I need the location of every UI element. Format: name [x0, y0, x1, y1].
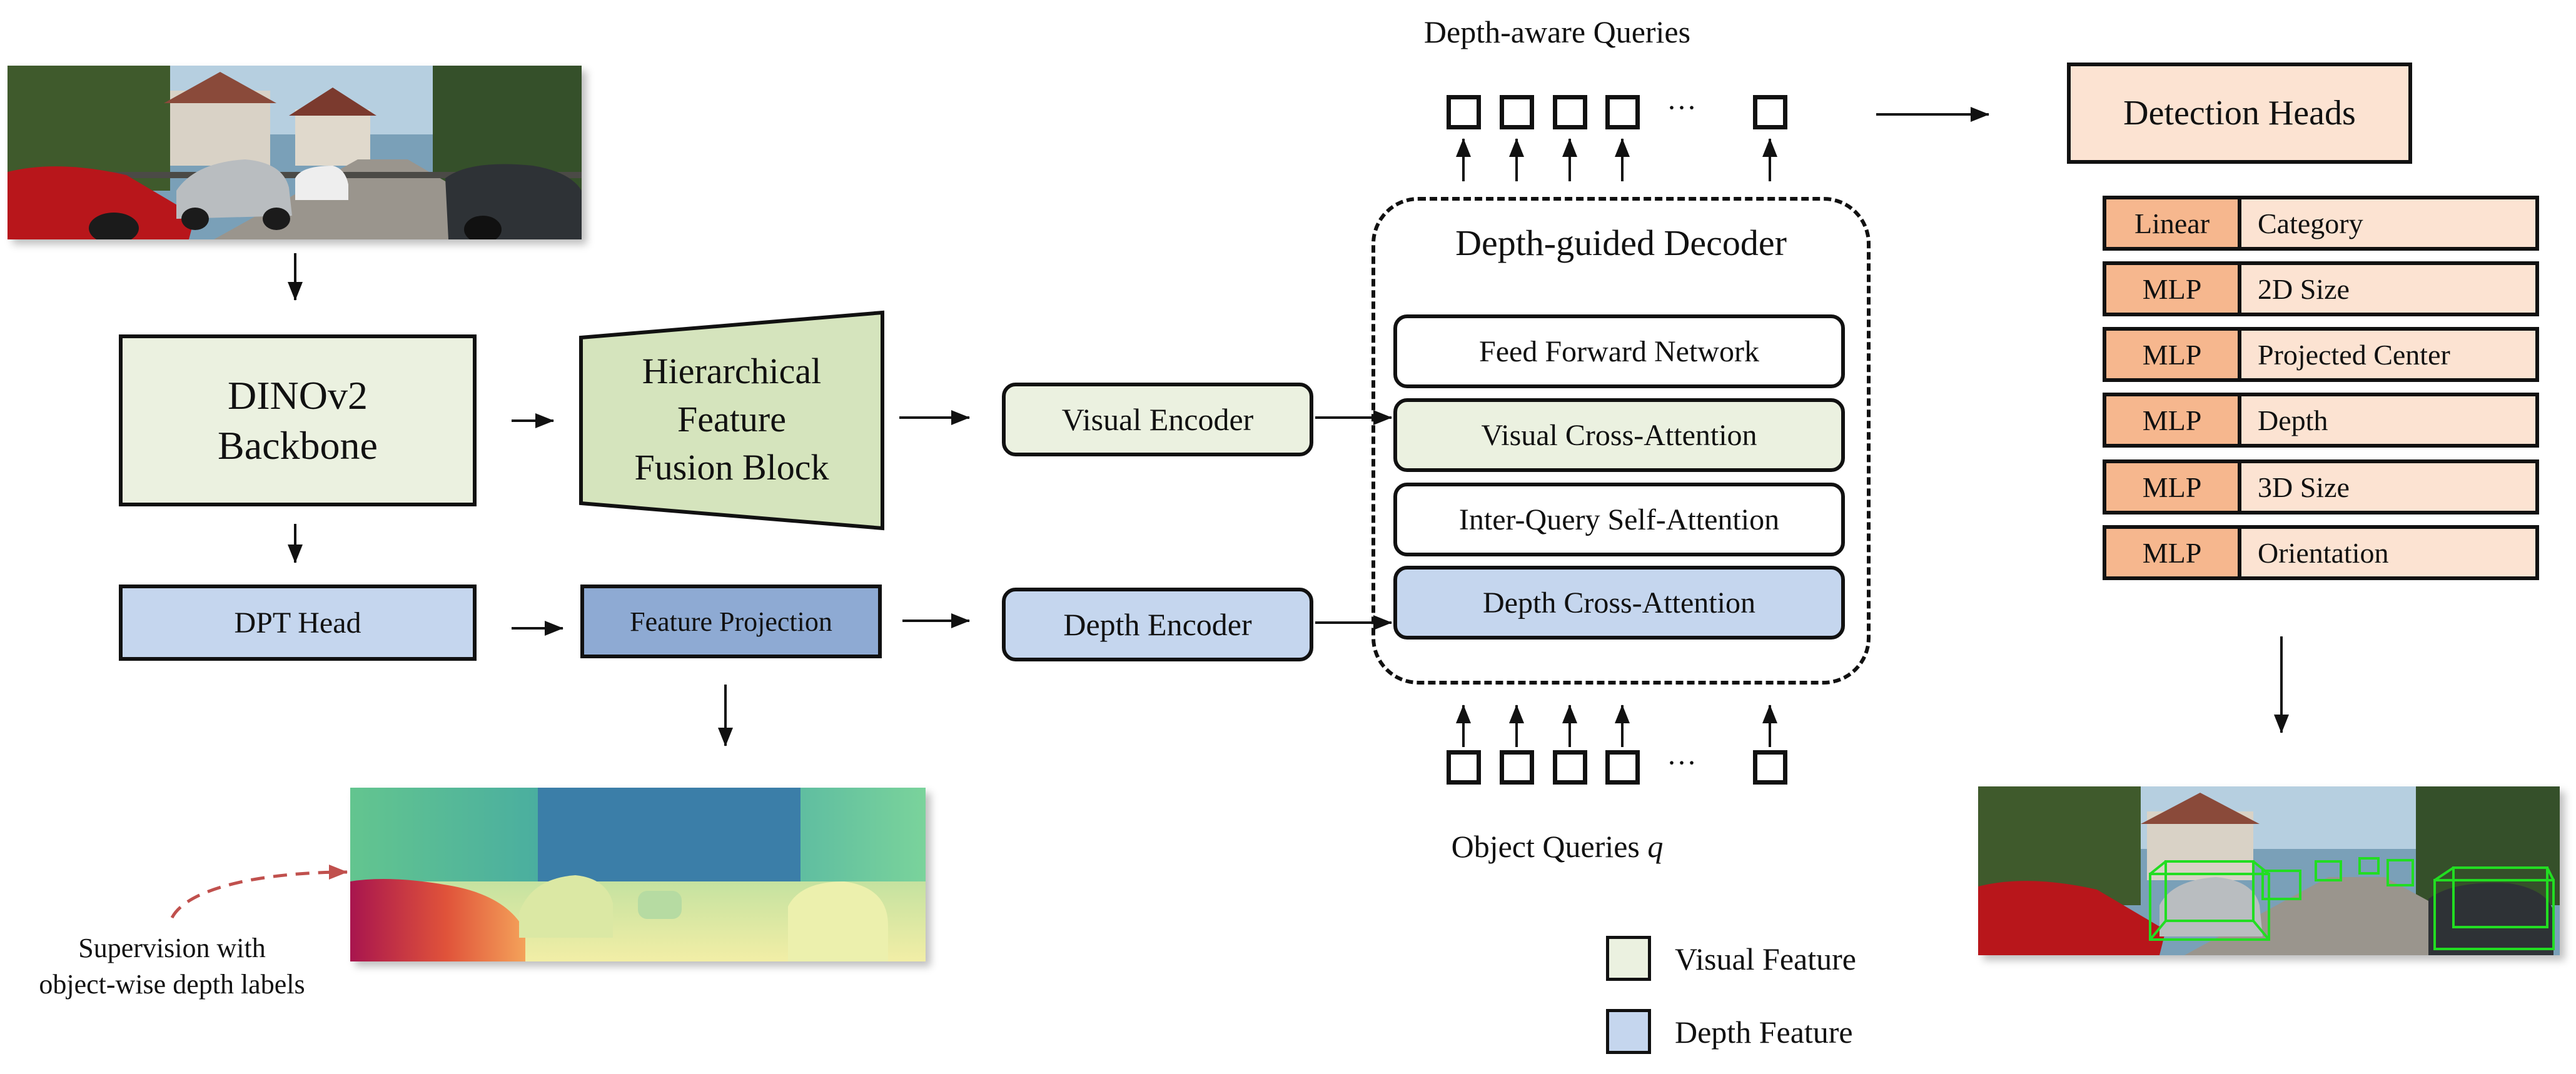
fusion-line3: Fusion Block	[634, 446, 829, 488]
object-queries-symbol: q	[1647, 829, 1664, 864]
object-query-box	[1553, 750, 1587, 785]
fusion-line1: Hierarchical	[642, 350, 822, 391]
input-street-image-drawing	[8, 66, 582, 239]
depth-aware-queries-ellipsis: ···	[1667, 91, 1697, 124]
depth-encoder-label: Depth Encoder	[1063, 607, 1252, 642]
supervision-line1: Supervision with	[78, 933, 266, 963]
depth-map-image	[350, 788, 926, 961]
head-type-cell: Linear	[2106, 199, 2241, 247]
legend-depth-label: Depth Feature	[1675, 1015, 1853, 1050]
object-query-box	[1605, 750, 1640, 785]
supervision-dashed-arrow	[170, 865, 348, 919]
legend-visual-swatch	[1606, 936, 1651, 981]
dpt-head-box: DPT Head	[119, 585, 477, 661]
decoder-layer-feed-forward-label: Feed Forward Network	[1479, 334, 1759, 368]
legend-depth-swatch	[1606, 1009, 1651, 1054]
feature-projection-box: Feature Projection	[580, 585, 882, 658]
depth-aware-query-box	[1605, 95, 1640, 129]
decoder-layer-self-attention-label: Inter-Query Self-Attention	[1458, 503, 1780, 536]
dpt-head-label: DPT Head	[234, 606, 361, 640]
output-detection-drawing	[1978, 786, 2560, 955]
head-type-cell: MLP	[2106, 265, 2241, 313]
head-output-cell: Orientation	[2241, 529, 2535, 576]
legend-visual-label: Visual Feature	[1675, 941, 1856, 976]
head-row-orientation: MLP Orientation	[2103, 525, 2539, 580]
decoder-layer-depth-cross-attention: Depth Cross-Attention	[1393, 566, 1845, 640]
decoder-layer-visual-cross-attention-label: Visual Cross-Attention	[1481, 418, 1757, 452]
head-output-cell: Depth	[2241, 396, 2535, 444]
decoder-layer-self-attention: Inter-Query Self-Attention	[1393, 483, 1845, 556]
depth-aware-queries-label: Depth-aware Queries	[1423, 14, 1691, 49]
depth-aware-query-box	[1447, 95, 1481, 129]
object-queries-ellipsis: ···	[1667, 746, 1697, 780]
head-row-depth: MLP Depth	[2103, 393, 2539, 448]
depth-encoder-box: Depth Encoder	[1002, 588, 1313, 661]
head-row-category: Linear Category	[2103, 196, 2539, 251]
depth-aware-query-box	[1753, 95, 1787, 129]
depth-aware-query-box	[1500, 95, 1534, 129]
fusion-block-shape	[579, 310, 884, 531]
feature-projection-label: Feature Projection	[630, 606, 832, 637]
visual-encoder-label: Visual Encoder	[1061, 402, 1254, 437]
head-type-cell: MLP	[2106, 463, 2241, 511]
head-type-cell: MLP	[2106, 331, 2241, 378]
head-type-cell: MLP	[2106, 396, 2241, 444]
head-output-cell: Projected Center	[2241, 331, 2535, 378]
object-query-box	[1753, 750, 1787, 785]
fusion-block-label: Hierarchical Feature Fusion Block	[582, 338, 882, 500]
visual-encoder-box: Visual Encoder	[1002, 383, 1313, 456]
depth-aware-query-box	[1553, 95, 1587, 129]
decoder-title: Depth-guided Decoder	[1455, 223, 1787, 263]
head-row-2d-size: MLP 2D Size	[2103, 261, 2539, 316]
head-row-3d-size: MLP 3D Size	[2103, 459, 2539, 514]
head-output-cell: Category	[2241, 199, 2535, 247]
detection-heads-title: Detection Heads	[2123, 94, 2356, 133]
decoder-layer-depth-cross-attention-label: Depth Cross-Attention	[1483, 586, 1755, 620]
object-queries-label: Object Queries q	[1401, 828, 1714, 865]
depth-guided-decoder-container	[1371, 197, 1871, 685]
supervision-label: Supervision with object-wise depth label…	[19, 930, 325, 1003]
detection-heads-box: Detection Heads	[2067, 63, 2412, 164]
depth-map-drawing	[350, 788, 926, 961]
object-query-box	[1500, 750, 1534, 785]
decoder-layer-visual-cross-attention: Visual Cross-Attention	[1393, 398, 1845, 472]
backbone-label-line1: DINOv2	[228, 373, 368, 418]
head-output-cell: 3D Size	[2241, 463, 2535, 511]
dinov2-backbone-box: DINOv2 Backbone	[119, 334, 477, 506]
backbone-label-line2: Backbone	[218, 423, 378, 468]
head-output-cell: 2D Size	[2241, 265, 2535, 313]
object-query-box	[1447, 750, 1481, 785]
fusion-line2: Feature	[677, 398, 786, 439]
head-row-projected-center: MLP Projected Center	[2103, 327, 2539, 382]
head-type-cell: MLP	[2106, 529, 2241, 576]
output-detection-image	[1978, 786, 2560, 955]
decoder-layer-feed-forward: Feed Forward Network	[1393, 314, 1845, 388]
object-queries-text: Object Queries	[1451, 829, 1640, 864]
input-street-image	[8, 66, 582, 239]
supervision-line2: object-wise depth labels	[39, 969, 305, 1000]
